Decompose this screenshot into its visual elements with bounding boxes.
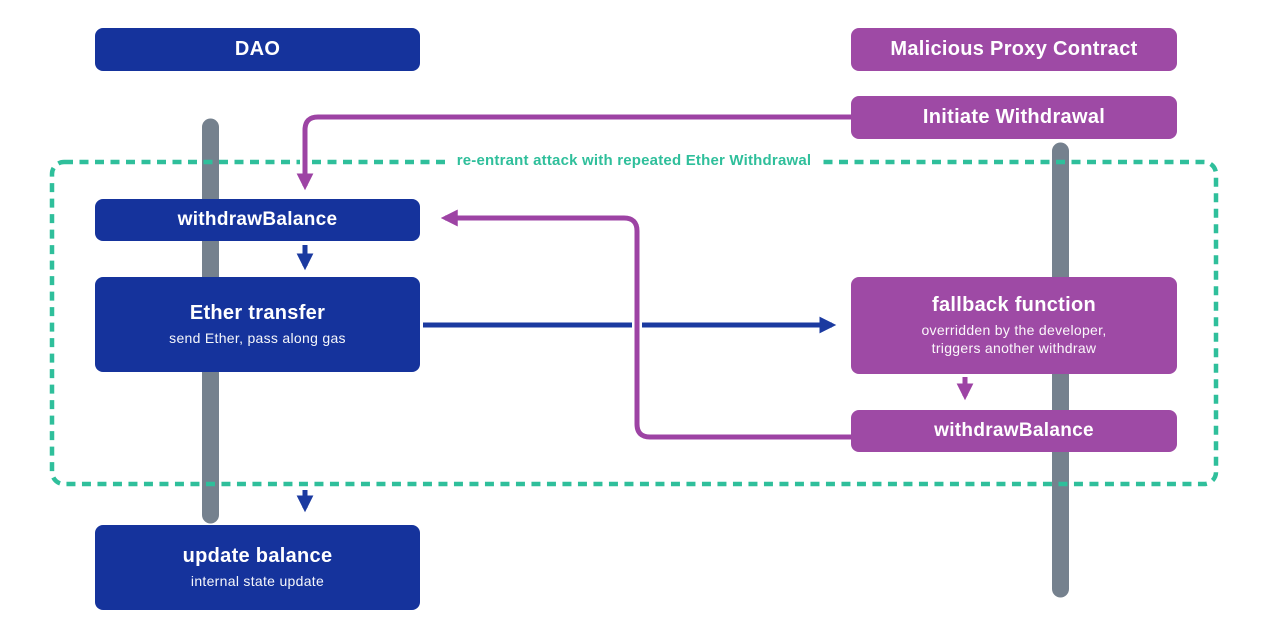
reentrant-region-label: re-entrant attack with repeated Ether Wi… bbox=[447, 151, 821, 170]
arrow-reenter-withdraw-dao bbox=[440, 209, 851, 440]
node-ether-transfer: Ether transfer send Ether, pass along ga… bbox=[95, 277, 420, 372]
node-withdraw-balance-proxy-label: withdrawBalance bbox=[934, 419, 1094, 441]
node-ether-transfer-subtitle: send Ether, pass along gas bbox=[169, 329, 346, 346]
lane-header-proxy: Malicious Proxy Contract bbox=[851, 28, 1177, 71]
node-initiate-withdrawal-label: Initiate Withdrawal bbox=[922, 106, 1106, 128]
node-fallback-function-title: fallback function bbox=[931, 293, 1096, 316]
arrow-initiate-to-withdraw bbox=[296, 114, 851, 191]
reentrant-region-border bbox=[49, 159, 1219, 487]
node-withdraw-balance-proxy: withdrawBalance bbox=[851, 410, 1177, 452]
node-initiate-withdrawal: Initiate Withdrawal bbox=[851, 96, 1177, 139]
node-update-balance-title: update balance bbox=[182, 544, 333, 567]
node-withdraw-balance-dao-label: withdrawBalance bbox=[177, 208, 338, 230]
lane-header-proxy-label: Malicious Proxy Contract bbox=[890, 38, 1138, 60]
node-fallback-function-subtitle-line2: triggers another withdraw bbox=[931, 340, 1097, 356]
lane-header-dao-label: DAO bbox=[234, 38, 281, 60]
node-ether-transfer-title: Ether transfer bbox=[189, 301, 326, 324]
node-withdraw-balance-dao: withdrawBalance bbox=[95, 199, 420, 241]
node-update-balance: update balance internal state update bbox=[95, 525, 420, 610]
node-fallback-function: fallback function overridden by the deve… bbox=[851, 277, 1177, 374]
node-fallback-function-subtitle-line1: overridden by the developer, bbox=[921, 321, 1107, 338]
node-update-balance-subtitle: internal state update bbox=[190, 572, 325, 589]
lane-header-dao: DAO bbox=[95, 28, 420, 71]
